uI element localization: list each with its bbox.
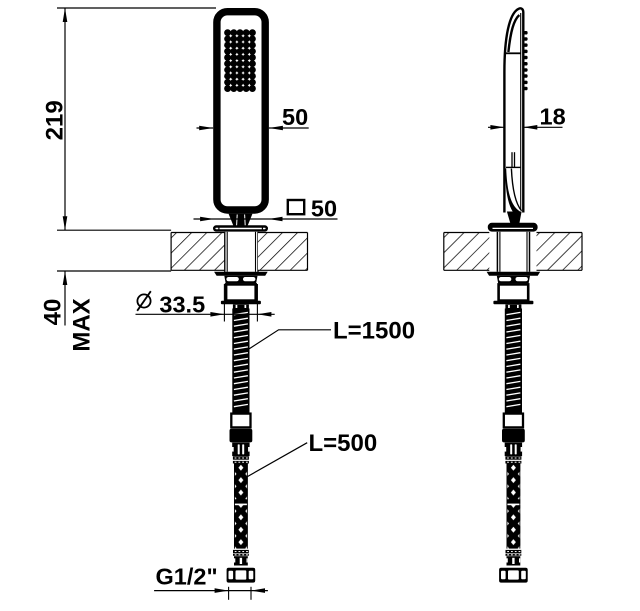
svg-text:219: 219 — [42, 100, 69, 140]
svg-text:L=1500: L=1500 — [333, 317, 415, 344]
svg-text:50: 50 — [282, 104, 308, 130]
svg-text:33.5: 33.5 — [159, 291, 205, 317]
svg-text:18: 18 — [540, 103, 566, 129]
svg-text:L=500: L=500 — [309, 430, 378, 457]
svg-text:MAX: MAX — [69, 298, 96, 351]
svg-text:G1/2": G1/2" — [156, 564, 218, 590]
svg-text:50: 50 — [311, 196, 337, 222]
svg-text:40: 40 — [40, 299, 67, 326]
